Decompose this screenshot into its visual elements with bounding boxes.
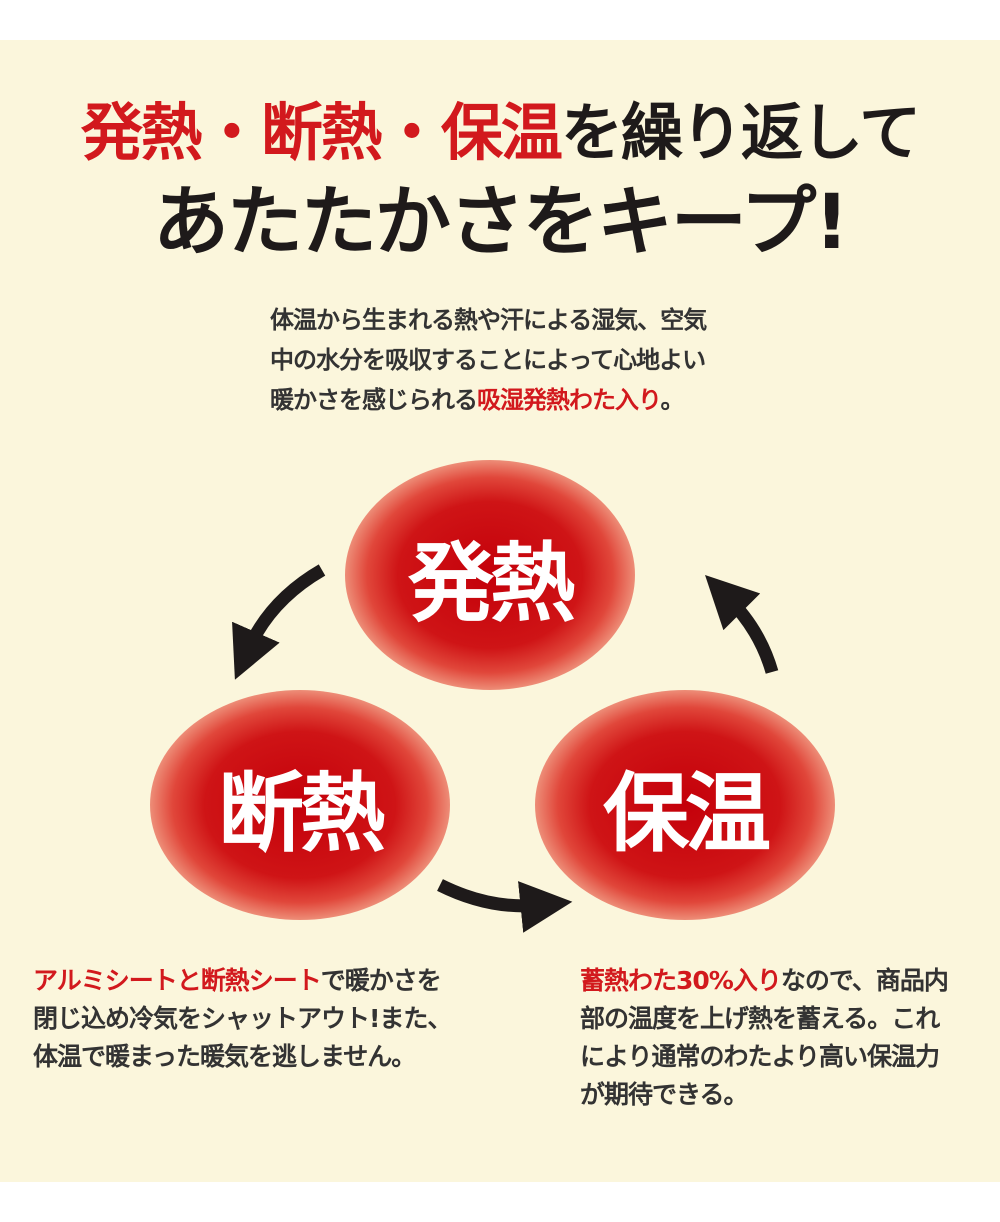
insulation-description: アルミシートと断熱シートで暖かさを 閉じ込め冷気をシャットアウト!また、 体温で… [33,962,452,1076]
intro-text-black: 暖かさを感じられる [270,386,478,414]
cycle-node-retention: 保温 [535,690,835,920]
desc-line: 部の温度を上げ熱を蓄える。これ [580,1004,940,1033]
headline-red: 発熱・断熱・保温 [80,96,563,169]
intro-text: 体温から生まれる熱や汗による湿気、空気 中の水分を吸収することによって心地よい … [270,300,707,420]
desc-highlight: アルミシートと断熱シート [33,966,322,995]
cycle-label-insulation: 断熱 [218,763,386,864]
desc-line: 閉じ込め冷気をシャットアウト!また、 [33,1004,452,1033]
intro-line: 中の水分を吸収することによって心地よい [270,346,706,374]
desc-text: なので、商品内 [780,966,949,995]
headline-line1: 発熱・断熱・保温を繰り返して [0,82,1000,172]
desc-line: が期待できる。 [580,1080,749,1109]
intro-line: 体温から生まれる熱や汗による湿気、空気 [270,306,707,334]
desc-line: により通常のわたより高い保温力 [580,1042,940,1071]
cycle-label-retention: 保温 [603,763,771,864]
intro-highlight: 吸湿発熱わた入り [477,386,662,414]
arrow-insulation-to-retention [437,879,573,933]
headline-black: を繰り返して [560,96,921,169]
desc-line: アルミシートと断熱シートで暖かさを [33,962,451,1000]
retention-description: 蓄熱わた30%入りなので、商品内 部の温度を上げ熱を蓄える。これ により通常のわ… [580,962,949,1114]
cycle-node-insulation: 断熱 [150,690,450,920]
arrow-retention-to-heat [705,575,779,674]
intro-end: 。 [660,386,685,414]
cycle-node-heat: 発熱 [345,460,635,690]
desc-text: で暖かさを [320,966,442,995]
desc-line: 体温で暖まった暖気を逃しません。 [33,1042,416,1071]
desc-highlight: 蓄熱わた30%入り [580,966,782,995]
headline-line2: あたたかさをキープ! [152,177,849,266]
intro-line: 暖かさを感じられる吸湿発熱わた入り。 [270,380,706,420]
desc-line: 蓄熱わた30%入りなので、商品内 [580,962,949,1000]
arrow-heat-to-insulation [232,564,326,680]
cycle-label-heat: 発熱 [408,533,576,634]
